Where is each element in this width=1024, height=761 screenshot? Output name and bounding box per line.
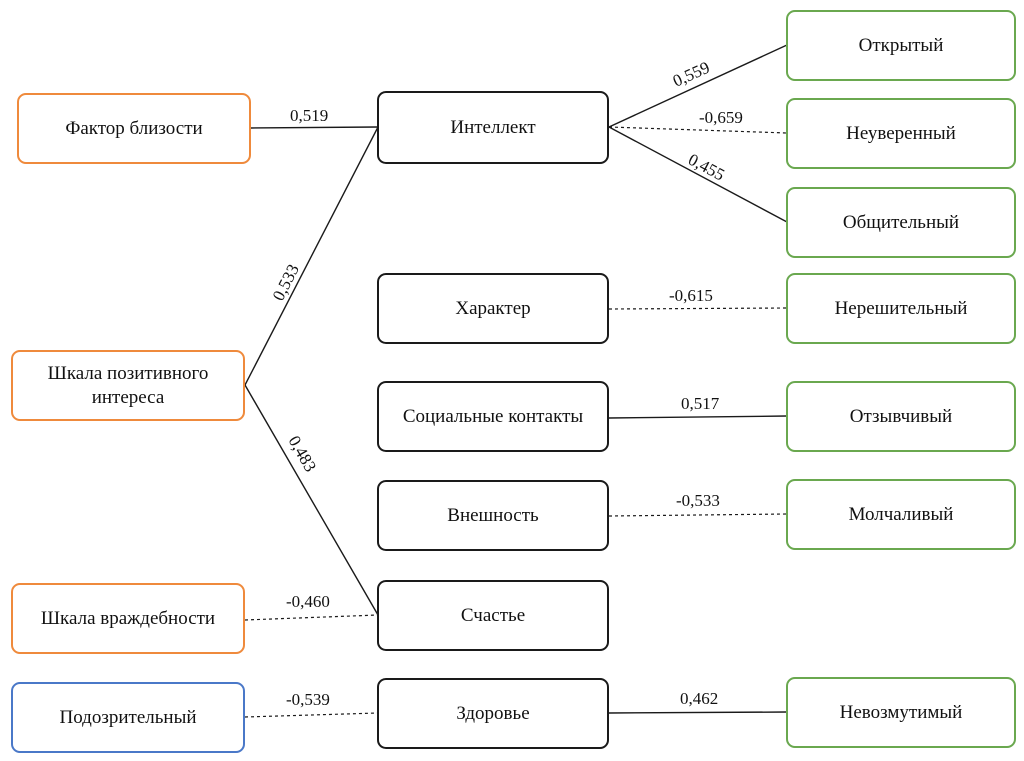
edge-appearance-silent	[608, 513, 788, 517]
node-open: Открытый	[786, 10, 1016, 81]
node-health: Здоровье	[377, 678, 609, 749]
edge-label-appearance-silent: -0,533	[676, 491, 720, 510]
edge-label-health-imperturbable: 0,462	[680, 689, 718, 708]
edge-label-hostility-happiness: -0,460	[286, 592, 330, 611]
node-label: Интеллект	[450, 116, 536, 138]
node-label: Фактор близости	[65, 117, 203, 139]
node-happiness: Счастье	[377, 580, 609, 651]
edge-suspicious-health	[244, 712, 379, 718]
edge-label-social-contacts-responsive: 0,517	[681, 394, 720, 413]
node-label: Подозрительный	[59, 706, 197, 728]
edge-health-imperturbable	[608, 711, 788, 714]
node-label: Здоровье	[456, 702, 530, 724]
edge-hostility-happiness	[244, 614, 379, 621]
node-character: Характер	[377, 273, 609, 344]
edge-character-indecisive	[608, 307, 788, 310]
node-insecure: Неуверенный	[786, 98, 1016, 169]
node-silent: Молчаливый	[786, 479, 1016, 550]
edge-label-suspicious-health: -0,539	[286, 690, 330, 709]
node-label: Социальные контакты	[402, 405, 584, 427]
node-label: Шкала враждебности	[40, 607, 216, 629]
edge-label-positive-interest-happiness: 0,483	[285, 433, 321, 476]
node-suspicious: Подозрительный	[11, 682, 245, 753]
node-label: Молчаливый	[848, 503, 954, 525]
edge-positive-interest-happiness	[244, 384, 379, 616]
node-indecisive: Нерешительный	[786, 273, 1016, 344]
edge-positive-interest-intellect	[244, 126, 379, 386]
node-label: Отзывчивый	[849, 405, 953, 427]
edge-intellect-insecure	[608, 126, 788, 134]
node-appearance: Внешность	[377, 480, 609, 551]
node-sociable: Общительный	[786, 187, 1016, 258]
node-label: Характер	[455, 297, 531, 319]
edge-label-factor-closeness-intellect: 0,519	[290, 106, 328, 125]
node-imperturbable: Невозмутимый	[786, 677, 1016, 748]
edge-intellect-sociable	[608, 126, 788, 223]
edge-social-contacts-responsive	[608, 415, 788, 419]
edge-factor-closeness-intellect	[250, 126, 379, 129]
node-intellect: Интеллект	[377, 91, 609, 164]
node-factor-closeness: Фактор близости	[17, 93, 251, 164]
node-label: Внешность	[447, 504, 539, 526]
edge-label-intellect-insecure: -0,659	[699, 108, 743, 127]
node-hostility-scale: Шкала враждебности	[11, 583, 245, 654]
node-positive-interest-scale: Шкала позитивного интереса	[11, 350, 245, 421]
node-label: Нерешительный	[834, 297, 968, 319]
node-label: Неуверенный	[846, 122, 956, 144]
node-label: Общительный	[842, 211, 960, 233]
node-label: Открытый	[858, 34, 944, 56]
edge-label-character-indecisive: -0,615	[669, 286, 713, 305]
edge-intellect-open	[608, 44, 788, 128]
node-social-contacts: Социальные контакты	[377, 381, 609, 452]
node-label: Невозмутимый	[839, 701, 963, 723]
node-responsive: Отзывчивый	[786, 381, 1016, 452]
node-label: Шкала позитивного интереса	[47, 362, 209, 408]
node-label: Счастье	[460, 604, 526, 626]
edge-label-intellect-open: 0,559	[670, 58, 713, 91]
